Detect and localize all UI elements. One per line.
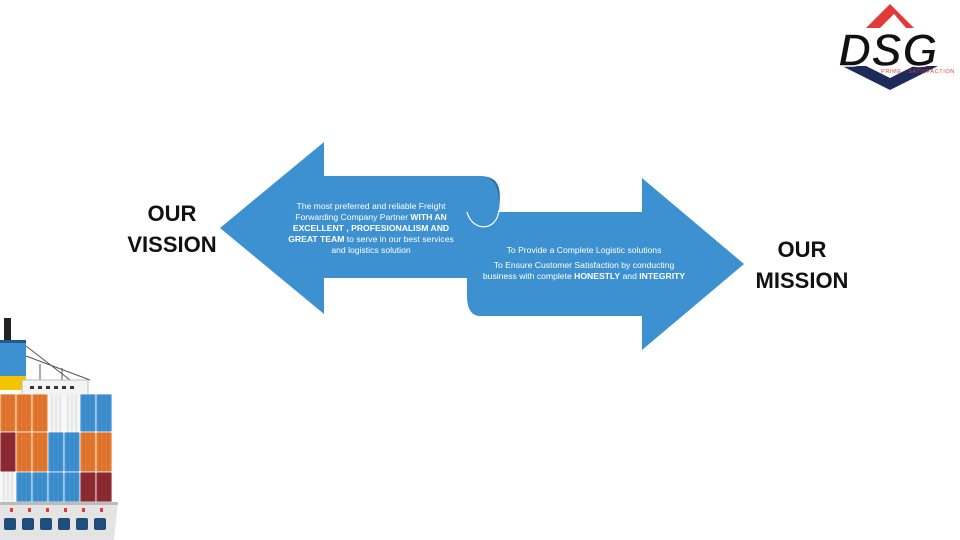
- mission-line2-part1: To Ensure Customer Satisfaction by condu…: [482, 260, 675, 281]
- ribbon-curl: [466, 209, 500, 228]
- mission-heading-line2: MISSION: [755, 268, 849, 293]
- vision-arrow: [220, 142, 500, 314]
- vision-heading: OUR VISSION: [112, 198, 232, 260]
- vision-statement: The most preferred and reliable Freight …: [282, 201, 460, 256]
- mission-heading: OUR MISSION: [742, 234, 862, 296]
- cargo-ship-icon: [0, 318, 118, 540]
- logo-letters: DSG: [838, 24, 938, 76]
- logo-diamond-icon: [842, 4, 938, 90]
- mission-honestly: HONESTLY: [574, 271, 621, 281]
- vision-text-part2: to serve in our best services and logist…: [331, 234, 454, 255]
- mission-statement: To Provide a Complete Logistic solutions…: [478, 245, 690, 286]
- logo-tagline: PRIME · SATISFACTION: [881, 69, 955, 75]
- mission-line2: To Ensure Customer Satisfaction by condu…: [478, 260, 690, 282]
- vision-heading-line1: OUR: [147, 201, 197, 226]
- vision-text-bold: WITH AN EXCELLENT , PROFESIONALISM AND G…: [288, 212, 450, 244]
- mission-integrity: INTEGRITY: [639, 271, 686, 281]
- vision-text-part1: The most preferred and reliable Freight …: [295, 201, 446, 222]
- mission-heading-line1: OUR: [777, 237, 827, 262]
- mission-and: and: [620, 271, 640, 281]
- mission-arrow: [467, 178, 744, 350]
- vision-heading-line2: VISSION: [127, 232, 217, 257]
- mission-line1: To Provide a Complete Logistic solutions: [506, 245, 662, 255]
- dsg-logo: DSG PRIME · SATISFACTION: [837, 4, 955, 90]
